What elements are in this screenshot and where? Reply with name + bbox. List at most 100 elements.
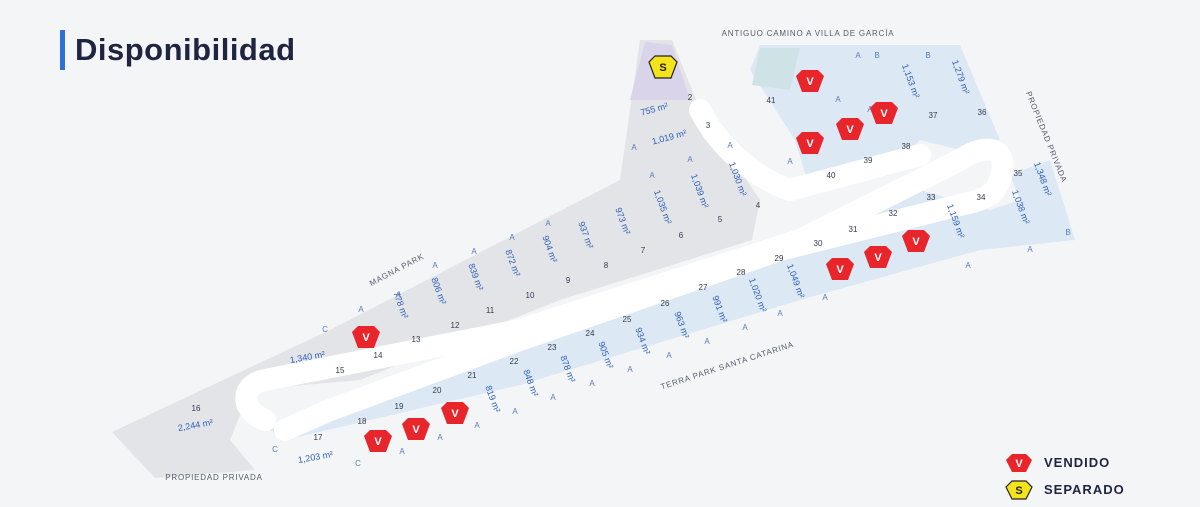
frontage-letter-A-12: A [550,393,556,402]
road-label-private-south: PROPIEDAD PRIVADA [165,473,262,482]
sold-marker-lot-19: V [402,418,430,440]
lot-number-2: 2 [688,93,693,102]
frontage-letter-A-5: A [509,233,515,242]
sold-marker-lot-40-text: V [806,138,814,150]
lot-number-5: 5 [718,215,723,224]
frontage-letter-A-11: A [512,407,518,416]
frontage-letter-C-0: C [322,325,328,334]
sold-marker-lot-38: V [870,102,898,124]
frontage-letter-A-9: A [358,305,364,314]
lot-number-4: 4 [756,201,761,210]
frontage-letter-A-14: A [627,365,633,374]
lot-number-33: 33 [927,193,936,202]
lot-number-17: 17 [314,433,323,442]
road-label-magna-park: MAGNA PARK [368,252,425,288]
sold-marker-lot-38-text: V [880,108,888,120]
frontage-letter-A-1: A [649,171,655,180]
frontage-letter-A-8: A [395,291,401,300]
lot-number-15: 15 [336,366,345,375]
lot-number-9: 9 [566,276,571,285]
sold-mark-text: V [1015,458,1023,470]
frontage-letter-A-22: A [835,95,841,104]
reserved-marker-icon: S [1005,479,1033,500]
lot-number-27: 27 [699,283,708,292]
page-title: Disponibilidad [75,32,296,67]
frontage-letter-A-26: A [399,447,405,456]
sold-marker-lot-40: V [796,132,824,154]
sold-marker-lot-18-text: V [374,436,382,448]
title-accent-bar [60,30,65,70]
frontage-letter-A-19: A [822,293,828,302]
frontage-letter-A-20: A [965,261,971,270]
sold-marker-lot-32-text: V [912,236,920,248]
lot-number-22: 22 [510,357,519,366]
lot-number-26: 26 [661,299,670,308]
reserved-mark-text: S [1015,485,1022,497]
lot-number-32: 32 [889,209,898,218]
legend-sold-label: VENDIDO [1044,455,1111,470]
lot-number-6: 6 [679,231,684,240]
sold-marker-lot-14-text: V [362,332,370,344]
map-legend: V VENDIDO S SEPARADO [1004,450,1125,504]
sold-marker-lot-32: V [902,230,930,252]
sold-marker-lot-30: V [826,258,854,280]
lot-number-37: 37 [929,111,938,120]
frontage-letter-B-2: B [1065,228,1070,237]
lot-number-21: 21 [468,371,477,380]
frontage-letter-A-25: A [787,157,793,166]
sold-marker-lot-19-text: V [412,424,420,436]
frontage-letter-B-0: B [874,51,879,60]
road-label-terra-park: TERRA PARK SANTA CATARINA [660,340,795,392]
sold-marker-lot-14: V [352,326,380,348]
lot-number-10: 10 [526,291,535,300]
reserved-marker-lot-1: S [648,55,678,79]
sold-marker-lot-20: V [441,402,469,424]
lot-number-36: 36 [978,108,987,117]
lot-number-8: 8 [604,261,609,270]
frontage-letter-B-1: B [925,51,930,60]
green-corner [752,48,800,90]
frontage-letter-A-23: A [867,105,873,114]
sold-marker-lot-39-text: V [846,124,854,136]
lot-number-23: 23 [548,343,557,352]
lot-number-18: 18 [358,417,367,426]
lot-number-39: 39 [864,156,873,165]
lot-number-40: 40 [827,171,836,180]
frontage-letter-A-2: A [687,155,693,164]
frontage-letter-A-15: A [666,351,672,360]
frontage-letter-C-1: C [272,445,278,454]
road-label-north: ANTIGUO CAMINO A VILLA DE GARCÍA [722,29,895,38]
lot-number-7: 7 [641,246,646,255]
lot-number-16: 16 [192,404,201,413]
frontage-letter-A-21: A [1027,245,1033,254]
frontage-letter-A-17: A [742,323,748,332]
lot-number-11: 11 [486,306,495,315]
frontage-letter-A-27: A [437,433,443,442]
frontage-letter-A-16: A [704,337,710,346]
frontage-letter-A-24: A [855,51,861,60]
frontage-letter-A-6: A [471,247,477,256]
lot-number-31: 31 [849,225,858,234]
frontage-letter-A-7: A [432,261,438,270]
lot-number-19: 19 [395,402,404,411]
lot-number-28: 28 [737,268,746,277]
sold-marker-lot-31: V [864,246,892,268]
page-title-block: Disponibilidad [60,30,296,70]
frontage-letter-A-3: A [727,141,733,150]
frontage-letter-A-13: A [589,379,595,388]
sold-marker-lot-20-text: V [451,408,459,420]
lot-number-29: 29 [775,254,784,263]
lot-number-41: 41 [767,96,776,105]
sold-marker-lot-39: V [836,118,864,140]
lot-number-25: 25 [623,315,632,324]
sold-marker-lot-30-text: V [836,264,844,276]
roads [235,99,1014,441]
lot-number-12: 12 [451,321,460,330]
lot-number-3: 3 [706,121,711,130]
sold-marker-lot-18: V [364,430,392,452]
sold-marker-lot-31-text: V [874,252,882,264]
frontage-letter-A-4: A [545,219,551,228]
legend-row-sold: V VENDIDO [1004,450,1125,475]
